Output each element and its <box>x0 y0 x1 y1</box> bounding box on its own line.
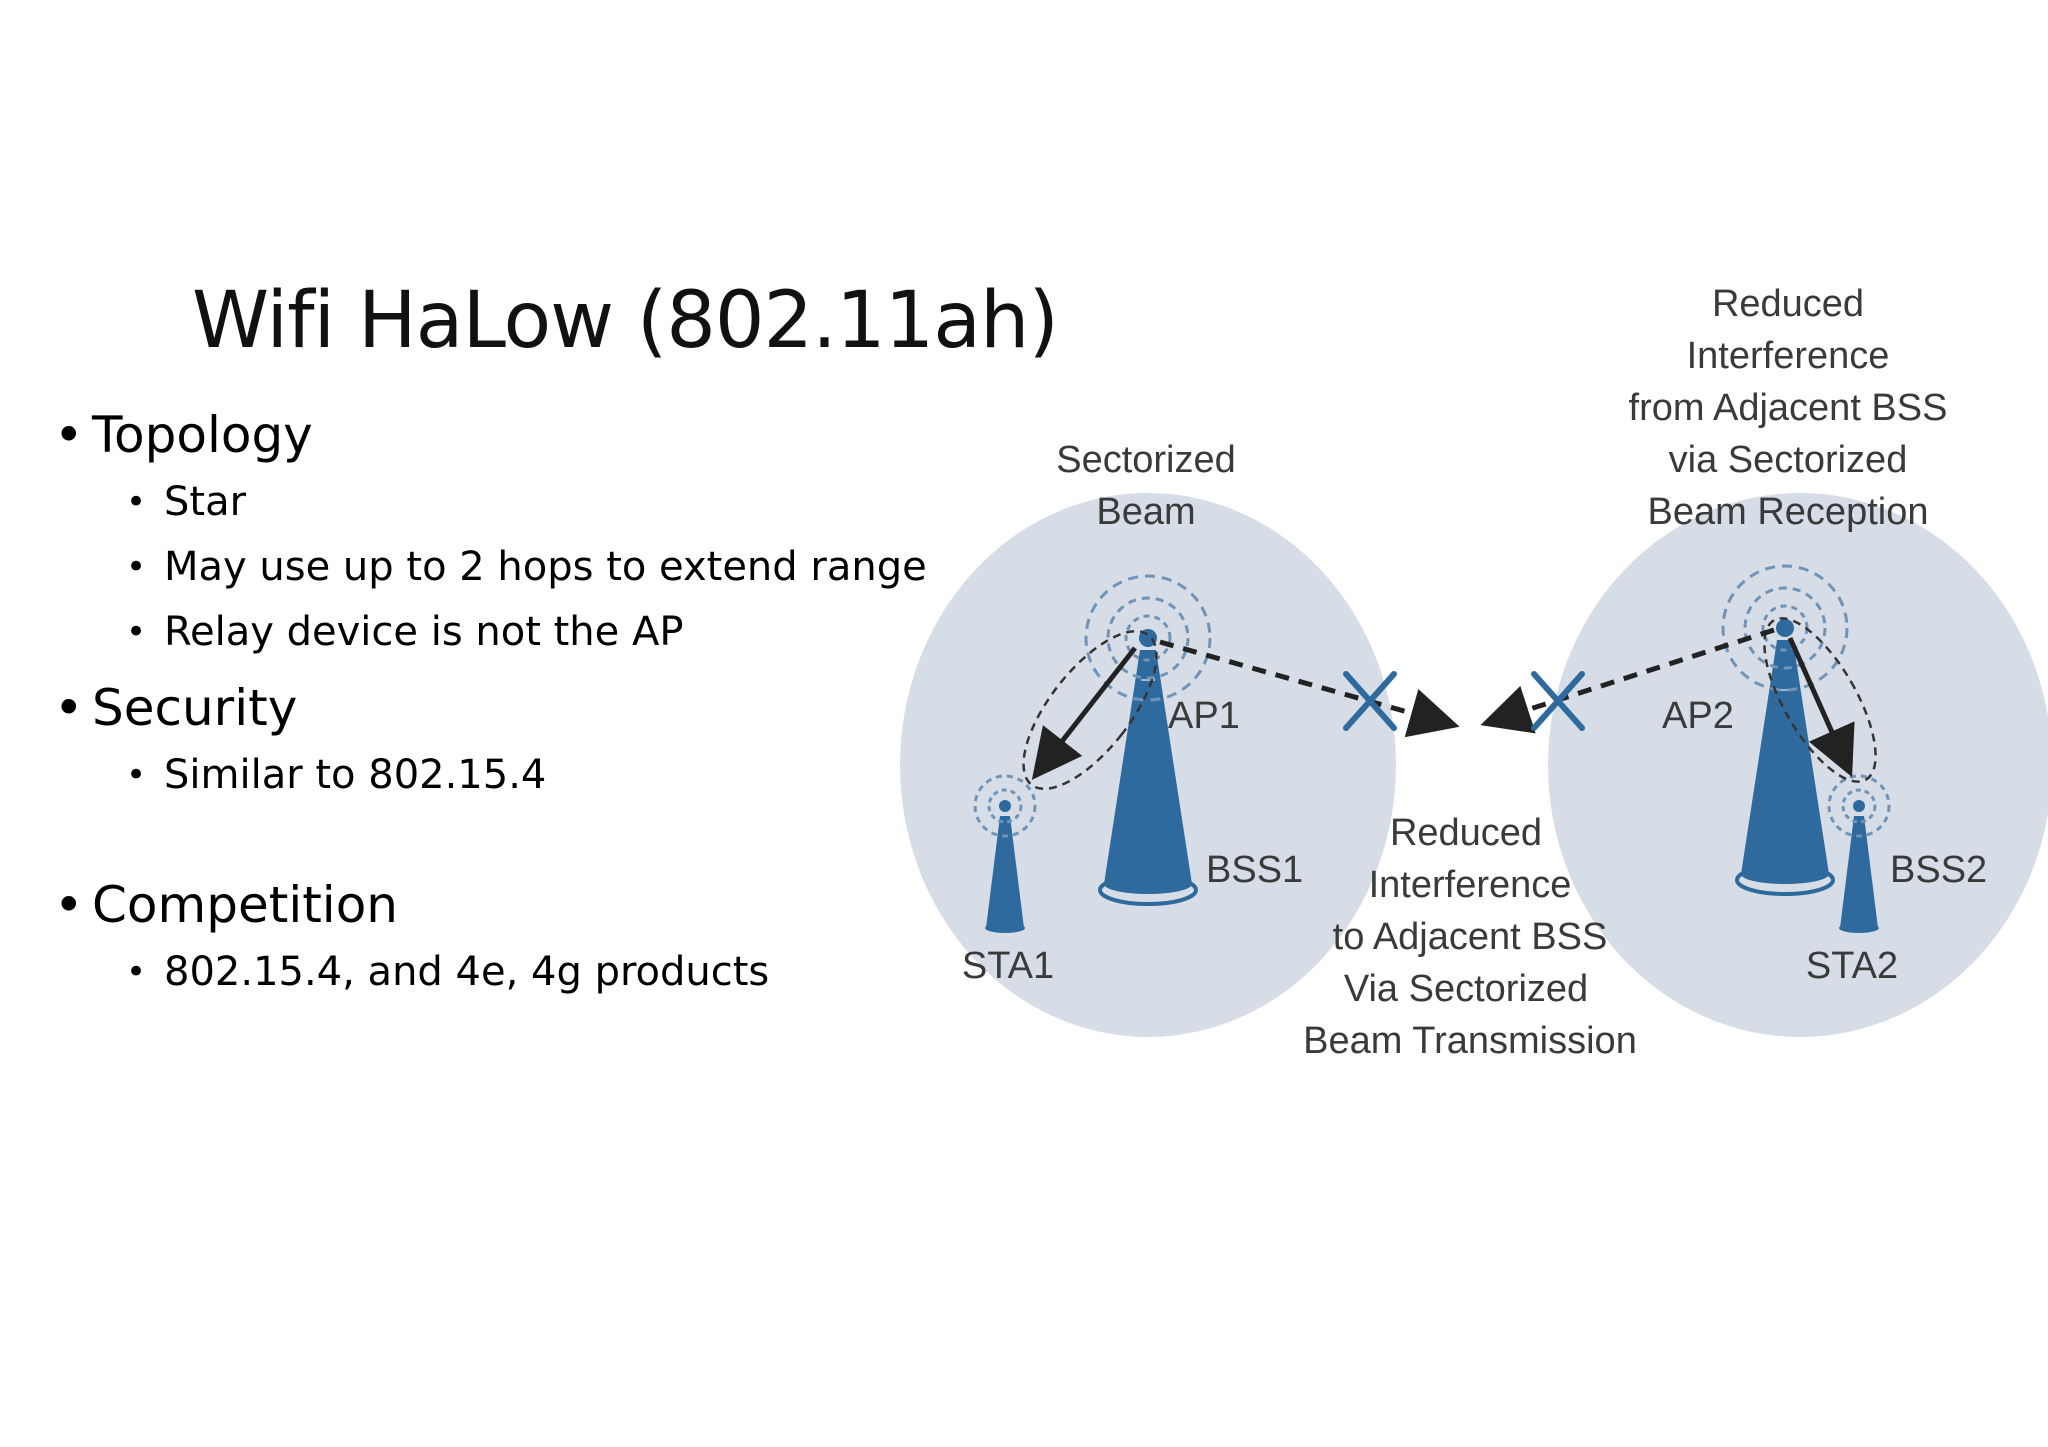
sectorized-beam-label: Beam <box>1096 491 1195 533</box>
blocked-cross-icon <box>1343 671 1397 731</box>
ap2-beam-sector-outline <box>1763 617 1877 783</box>
bullet-dot: • <box>126 952 147 992</box>
sub-bullet-text: Relay device is not the AP <box>164 609 684 655</box>
reception-note-label: from Adjacent BSS <box>1629 387 1948 429</box>
transmission-note-label: Beam Transmission <box>1303 1020 1637 1062</box>
bullet-dot: • <box>54 679 84 737</box>
sta1-label: STA1 <box>962 945 1054 987</box>
transmission-note-label: to Adjacent BSS <box>1333 916 1608 958</box>
sub-bullet: • Similar to 802.15.4 <box>126 743 927 808</box>
reception-note-label: Interference <box>1687 335 1890 377</box>
bullet-heading: Topology <box>92 406 313 464</box>
bullet-security: •Security <box>54 673 927 743</box>
bss2-label: BSS2 <box>1890 849 1987 891</box>
sta1-device-icon <box>973 774 1037 933</box>
ap2-label: AP2 <box>1662 695 1734 737</box>
ap1-tower-icon <box>1084 574 1212 906</box>
bullet-topology: •Topology <box>54 400 927 470</box>
transmission-note-label: Via Sectorized <box>1344 968 1588 1010</box>
sub-bullet: • 802.15.4, and 4e, 4g products <box>126 940 927 1005</box>
bullet-dot: • <box>126 612 147 652</box>
ap1-interference-arrow <box>1159 639 1460 738</box>
sta2-device-icon <box>1827 774 1891 933</box>
bullet-dot: • <box>126 482 147 522</box>
ap2-to-sta2-arrow <box>1787 636 1855 778</box>
ap1-beam-sector-outline <box>1022 629 1158 791</box>
sta2-label: STA2 <box>1806 945 1898 987</box>
reception-note-label: Reduced <box>1712 283 1864 325</box>
blocked-cross-icon <box>1531 671 1585 731</box>
sub-bullet: • Relay device is not the AP <box>126 600 927 665</box>
bullet-heading: Competition <box>92 876 398 934</box>
slide-title: Wifi HaLow (802.11ah) <box>192 276 1059 366</box>
ap2-interference-arrow <box>1480 627 1775 734</box>
sub-bullet: • Star <box>126 470 927 535</box>
sub-bullet-text: Star <box>164 479 247 525</box>
transmission-note-label: Reduced <box>1390 812 1542 854</box>
reception-note-label: Beam Reception <box>1648 491 1929 533</box>
sectorized-beam-label: Sectorized <box>1056 439 1236 481</box>
bullet-competition: •Competition <box>54 870 927 940</box>
ap1-to-sta1-arrow <box>1031 646 1137 780</box>
reception-note-label: via Sectorized <box>1669 439 1908 481</box>
bullet-dot: • <box>126 547 147 587</box>
sub-bullet-text: Similar to 802.15.4 <box>164 752 547 798</box>
bullet-list: •Topology •Star •May use up to 2 hops to… <box>54 400 927 1005</box>
bullet-dot: • <box>54 876 84 934</box>
sub-bullet-text: May use up to 2 hops to extend range <box>164 544 927 590</box>
bss1-label: BSS1 <box>1206 849 1303 891</box>
bullet-dot: • <box>126 755 147 795</box>
bullet-dot: • <box>54 406 84 464</box>
sub-bullet-text: 802.15.4, and 4e, 4g products <box>164 949 770 995</box>
bullet-heading: Security <box>92 679 298 737</box>
sub-bullet: • May use up to 2 hops to extend range <box>126 535 927 600</box>
ap1-label: AP1 <box>1168 695 1240 737</box>
transmission-note-label: Interference <box>1369 864 1572 906</box>
